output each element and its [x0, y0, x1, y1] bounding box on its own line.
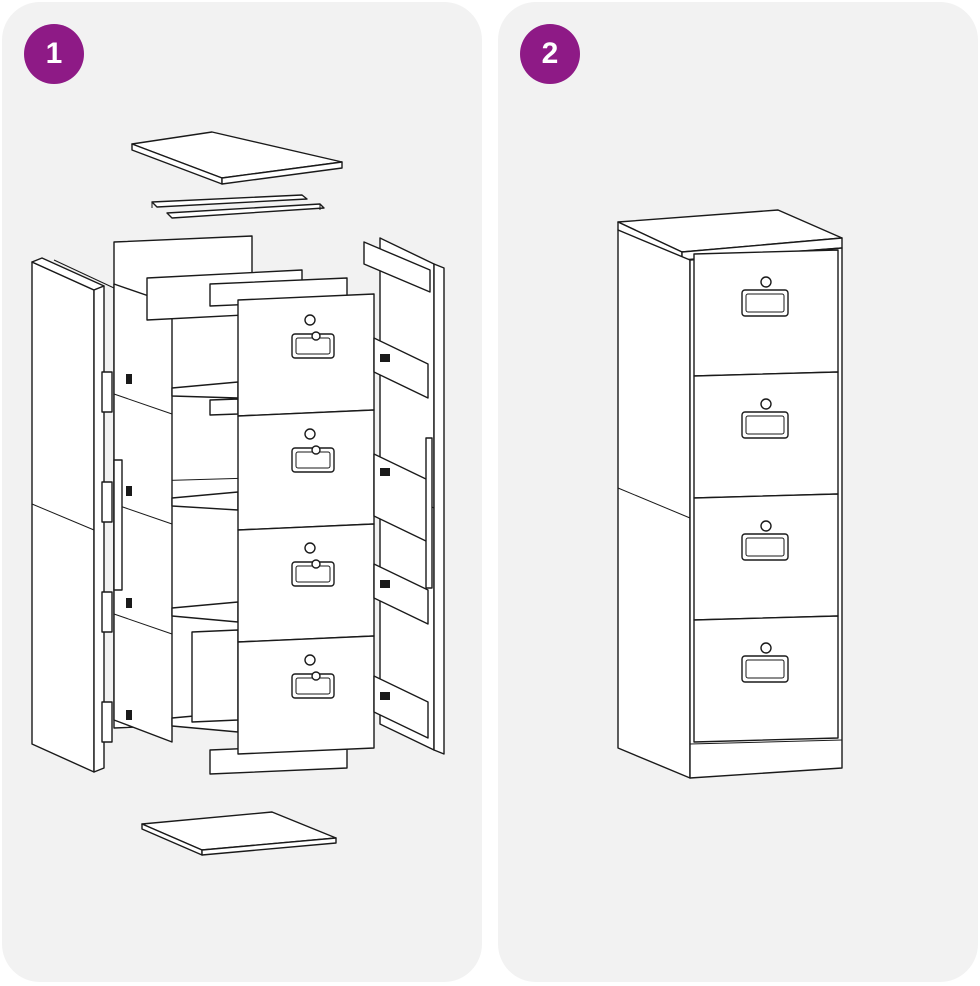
step-number-badge: 1	[24, 24, 84, 84]
step-2-panel: 2	[498, 2, 978, 982]
step-number: 2	[541, 37, 559, 70]
bottom-board	[141, 811, 337, 856]
drawer-front-2	[237, 409, 375, 531]
assembled-cabinet-drawing	[617, 209, 843, 779]
cabinet-left-side	[617, 229, 691, 779]
cabinet-drawer-3	[693, 493, 839, 621]
cabinet-drawer-4	[693, 615, 839, 743]
drawer-bodies	[146, 269, 348, 775]
right-side-panel	[363, 237, 445, 755]
drawer-front-4	[237, 635, 375, 755]
drawer-front-3	[237, 523, 375, 643]
top-rails	[151, 194, 325, 219]
step-1-panel: 1	[2, 2, 482, 982]
step-number-badge: 2	[520, 24, 580, 84]
cabinet-drawer-2	[693, 371, 839, 499]
cabinet-drawer-1	[693, 249, 839, 377]
top-board	[131, 131, 343, 185]
drawer-fronts	[237, 293, 375, 755]
step-number: 1	[45, 37, 63, 70]
left-inner-side	[101, 283, 173, 743]
exploded-cabinet-drawing	[31, 131, 445, 856]
drawer-front-1	[237, 293, 375, 417]
